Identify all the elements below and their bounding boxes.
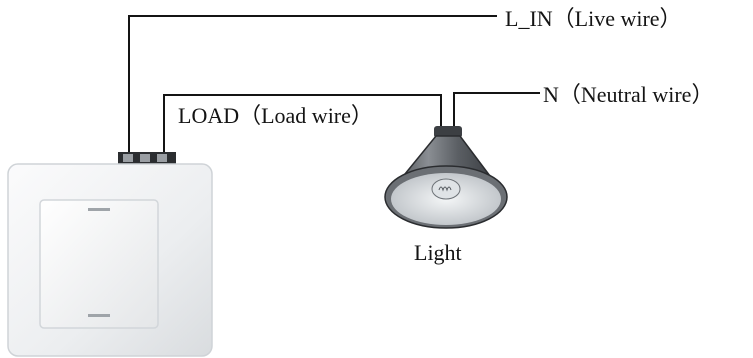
neutral-wire-label: N（Neutral wire） [543, 82, 714, 107]
pendant-light-icon [384, 126, 508, 229]
wall-switch-icon [7, 152, 213, 357]
light-label: Light [414, 240, 462, 265]
load-wire-label: LOAD（Load wire） [178, 103, 373, 128]
lamp-bulb [431, 178, 461, 200]
live-wire [128, 15, 497, 153]
load-wire [163, 94, 442, 153]
neutral-wire [453, 92, 540, 130]
switch-rocker [39, 199, 159, 329]
live-wire-label: L_IN（Live wire） [505, 6, 682, 31]
